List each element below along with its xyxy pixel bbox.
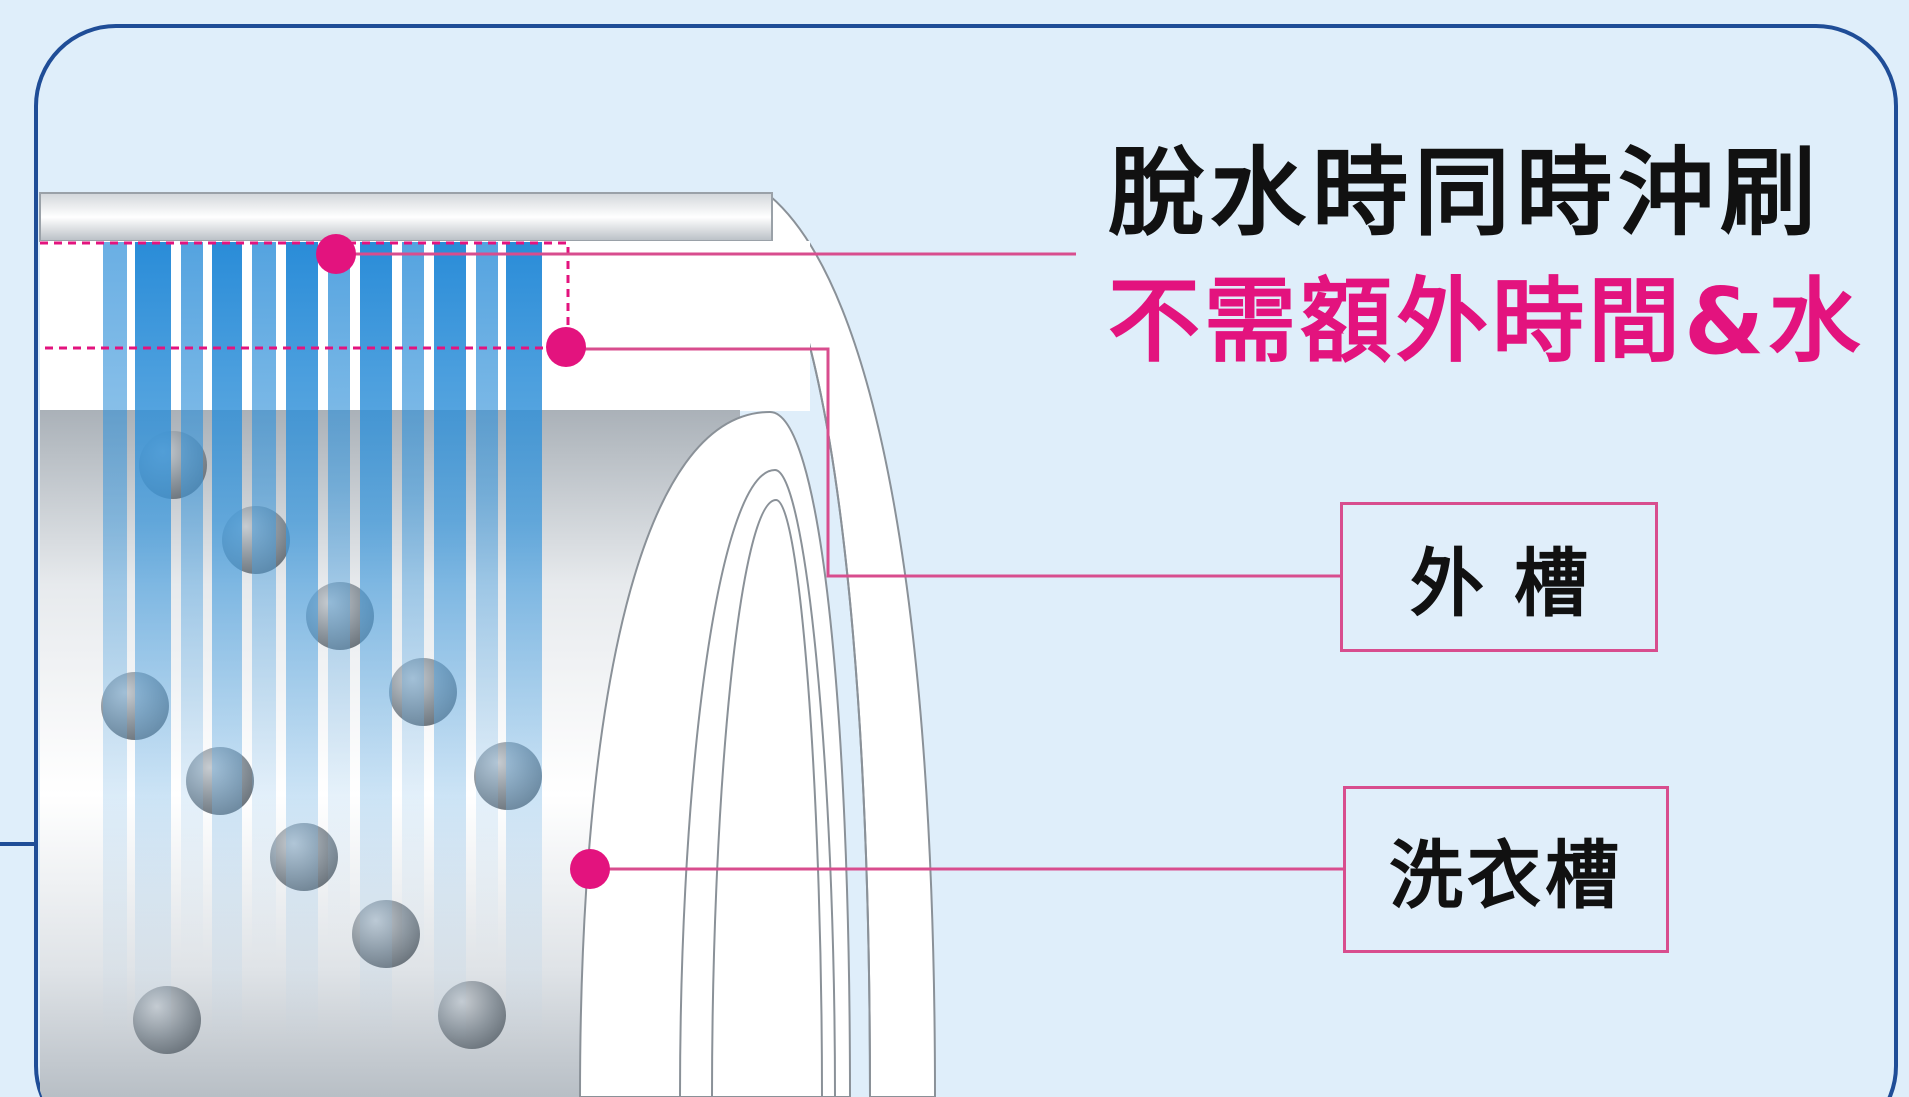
water-stream (181, 242, 203, 962)
water-stream (135, 242, 171, 1042)
water-stream (402, 242, 424, 962)
water-stream (103, 242, 127, 1042)
inner-drum-front-inner (711, 498, 823, 1097)
title-line-2: 不需額外時間&水 (1108, 268, 1865, 375)
outer-tub-rim (39, 192, 773, 242)
callout-lines (336, 252, 1343, 871)
inner-tub-label: 洗衣槽 (1389, 833, 1623, 919)
water-stream (360, 242, 392, 1042)
outer-tub-label-box: 外槽 (1340, 502, 1658, 652)
water-stream (476, 242, 498, 962)
outer-tub-leader-line (566, 347, 1340, 578)
title-line-1: 脫水時同時沖刷 (1108, 137, 1822, 249)
water-spray-icon (103, 242, 542, 1042)
callout-dot-icon (570, 849, 610, 889)
inner-drum-front-outer (578, 410, 852, 1097)
water-stream (252, 242, 276, 962)
gap-highlight-dashed (40, 241, 570, 350)
inner-drum-front-ring (679, 468, 836, 1097)
water-stream (328, 242, 350, 942)
water-stream (212, 242, 242, 1042)
water-stream (286, 242, 318, 1042)
inner-tub-label-box: 洗衣槽 (1343, 786, 1669, 953)
outer-tub-label: 外槽 (1410, 540, 1618, 627)
water-stream (506, 242, 542, 1042)
callout-dot-icon (546, 327, 586, 367)
water-stream (434, 242, 466, 1042)
callout-dot-icon (316, 234, 356, 274)
